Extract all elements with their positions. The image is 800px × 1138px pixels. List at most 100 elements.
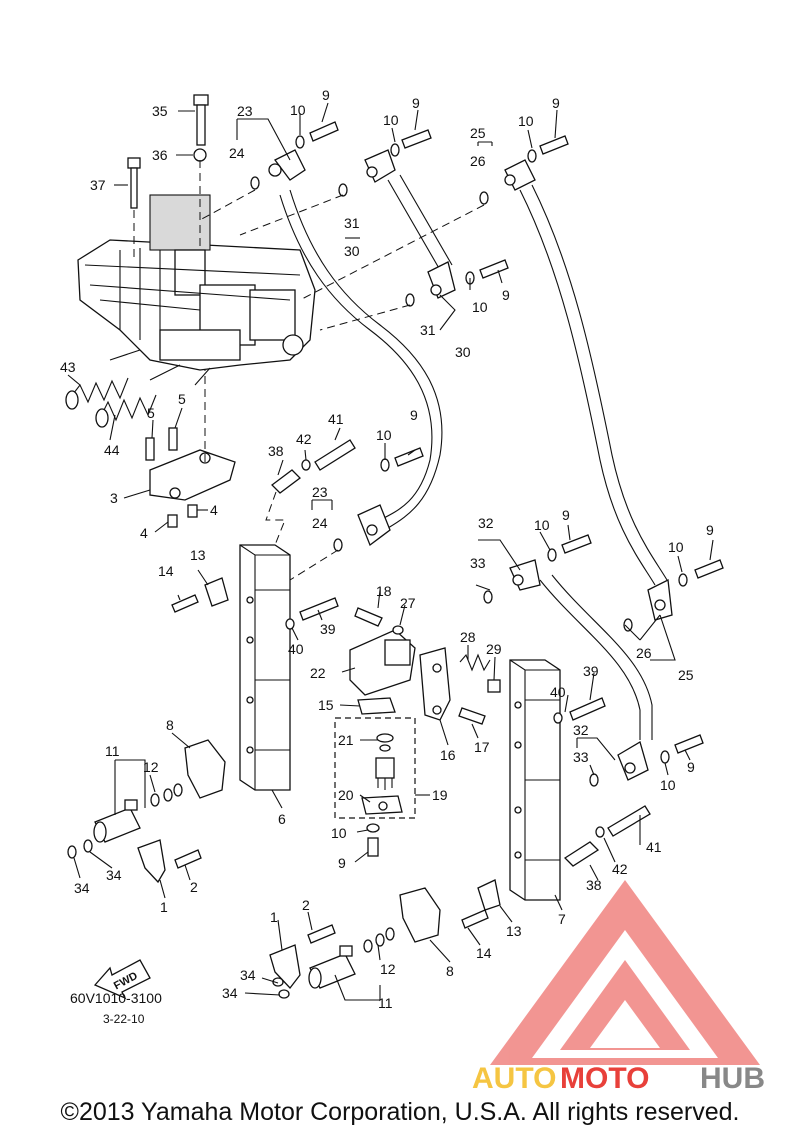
callout-24-b: 24 (312, 515, 328, 531)
watermark-text-moto: MOTO (560, 1062, 649, 1095)
callout-9-g: 9 (706, 522, 714, 538)
throttle-body-assembly (77, 194, 316, 386)
bolt-5b (168, 427, 178, 451)
bolt-2-lower (307, 924, 336, 944)
callout-10-d: 10 (472, 299, 488, 315)
collar-29 (487, 679, 501, 693)
spring-28 (459, 653, 491, 672)
callout-41-a: 41 (328, 411, 344, 427)
joint-32-lower (617, 741, 649, 781)
callout-13-b: 13 (506, 923, 522, 939)
detail-box-19 (334, 717, 416, 819)
washer-10-set (295, 135, 688, 833)
damper-19 (375, 757, 395, 790)
callout-30-a: 30 (344, 243, 360, 259)
callout-26-b: 26 (636, 645, 652, 661)
joint-30-lower (427, 261, 456, 299)
callout-40-b: 40 (550, 684, 566, 700)
callout-1-b: 1 (270, 909, 278, 925)
callout-36: 36 (152, 147, 168, 163)
fuel-hose-right (519, 184, 668, 586)
callout-14-b: 14 (476, 945, 492, 961)
seal-12-upper (150, 783, 183, 807)
collar-40-upper (285, 618, 295, 630)
callout-21: 21 (338, 732, 354, 748)
bracket-16 (419, 647, 451, 721)
callout-13-a: 13 (190, 547, 206, 563)
callout-20: 20 (338, 787, 354, 803)
callout-9-a: 9 (322, 87, 330, 103)
callout-9-d: 9 (502, 287, 510, 303)
callout-34-d: 34 (222, 985, 238, 1001)
callout-8-a: 8 (166, 717, 174, 733)
watermark-text-auto: AUTO (472, 1062, 556, 1095)
injector-11-upper (93, 799, 141, 843)
pressure-regulator-22 (349, 629, 416, 696)
bolt-41-lower (607, 805, 651, 837)
callout-42-b: 42 (612, 861, 628, 877)
fuel-rail-7 (509, 659, 561, 901)
watermark-logo (490, 880, 760, 1065)
callout-41-b: 41 (646, 839, 662, 855)
callout-3: 3 (110, 490, 118, 506)
callout-10-b: 10 (383, 112, 399, 128)
watermark-text-hub: HUB (700, 1062, 765, 1095)
o-ring-21 (376, 733, 394, 743)
clip-13-lower (477, 879, 501, 911)
callout-1-a: 1 (160, 899, 168, 915)
joint-30-upper (364, 149, 396, 183)
holder-1-upper (137, 839, 166, 884)
clip-13-upper (204, 577, 229, 607)
seal-34-a (67, 845, 77, 859)
callout-6: 6 (278, 811, 286, 827)
callout-29: 29 (486, 641, 502, 657)
callout-31-b: 31 (420, 322, 436, 338)
spring-43 (65, 377, 129, 410)
gasket-15 (357, 697, 396, 715)
seal-12-lower (363, 927, 395, 953)
callout-9-e: 9 (410, 407, 418, 423)
washer-27 (392, 625, 404, 635)
callout-4-a: 4 (140, 525, 148, 541)
callout-34-a: 34 (74, 880, 90, 896)
callout-34-b: 34 (106, 867, 122, 883)
joint-32-upper (509, 559, 541, 591)
callout-25-a: 25 (470, 125, 486, 141)
joint-23-upper (268, 149, 306, 181)
bolt-2-upper (174, 849, 202, 869)
callout-15: 15 (318, 697, 334, 713)
callout-23-a: 23 (237, 103, 253, 119)
callout-11-b: 11 (378, 995, 393, 1011)
callout-42-a: 42 (296, 431, 312, 447)
callout-10-h: 10 (660, 777, 676, 793)
bolt-17 (458, 707, 486, 725)
o-ring-set (250, 176, 633, 787)
callout-32-a: 32 (478, 515, 494, 531)
collar-40-lower (553, 712, 563, 724)
drawing-code: 60V1010-3100 (70, 990, 162, 1006)
callout-2-a: 2 (190, 879, 198, 895)
collar-38-lower (563, 841, 600, 867)
callout-10-i: 10 (331, 825, 347, 841)
collar-4b (167, 514, 178, 528)
callout-39-b: 39 (583, 663, 599, 679)
bolt-18 (354, 607, 383, 627)
callout-26-a: 26 (470, 153, 486, 169)
callout-16: 16 (440, 747, 456, 763)
clip-8-lower (399, 887, 441, 943)
callout-2-b: 2 (302, 897, 310, 913)
joint-25-upper (504, 159, 536, 191)
callout-23-b: 23 (312, 484, 328, 500)
callout-38-b: 38 (586, 877, 602, 893)
callout-30-b: 30 (455, 344, 471, 360)
drawing-date: 3-22-10 (103, 1012, 145, 1026)
callout-8-b: 8 (446, 963, 454, 979)
callout-10-a: 10 (290, 102, 306, 118)
callout-22: 22 (310, 665, 326, 681)
callout-4-b: 4 (210, 502, 218, 518)
callout-10-f: 10 (534, 517, 550, 533)
callout-9-b: 9 (412, 95, 420, 111)
bolt-35 (193, 94, 209, 146)
injector-11-lower (308, 945, 356, 989)
callout-10-e: 10 (376, 427, 392, 443)
